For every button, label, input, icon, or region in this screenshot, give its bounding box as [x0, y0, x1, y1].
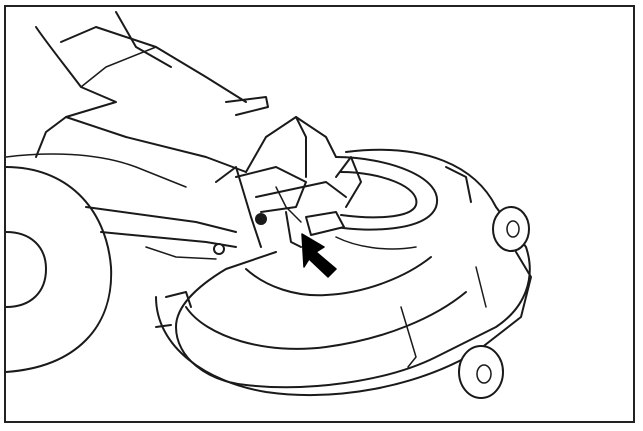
hose-clamp	[305, 211, 345, 236]
illustration-frame	[4, 5, 635, 423]
linkage-pivot-pin	[255, 213, 267, 225]
arrow-icon	[301, 233, 337, 278]
rear-wheel	[6, 166, 113, 373]
lift-linkage	[215, 116, 362, 248]
frame-bolt	[213, 243, 225, 255]
frame-rails	[85, 96, 269, 260]
deck-hose	[305, 156, 439, 236]
deck-wheel-right	[492, 206, 530, 252]
mower-deck	[175, 148, 531, 389]
seat-outline	[6, 11, 247, 188]
mower-deck-line-drawing	[6, 11, 532, 399]
deck-bumper	[155, 251, 532, 397]
deck-wheel-front	[458, 345, 504, 399]
